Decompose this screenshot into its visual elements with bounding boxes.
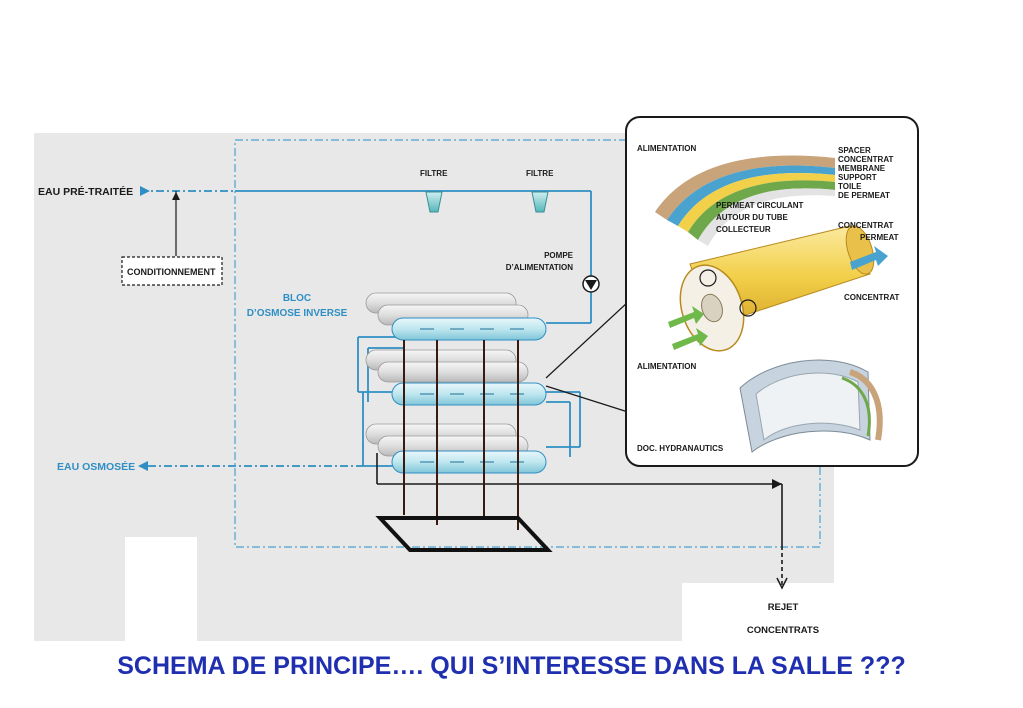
reject-arrow-right-icon [772,479,782,489]
product-label: EAU OSMOSÉE [57,460,135,473]
membrane-layers-illustration [655,155,835,246]
inset-layer-de-permeat: DE PERMEAT [838,191,890,200]
inset-layer-membrane: MEMBRANE [838,164,886,173]
conditioning-label: CONDITIONNEMENT [127,267,216,277]
inset-layer-support: SUPPORT [838,173,877,182]
inset-layer-concentrat: CONCENTRAT [838,155,894,164]
ro-front-tubes [391,317,547,474]
reject-line [376,453,783,588]
ro-support-stand [403,340,519,530]
filter-1-label: FILTRE [420,169,448,178]
inset-layer-toile: TOILE [838,182,862,191]
inset-zoom-circle-1 [699,269,717,287]
filter-2-icon [531,191,549,213]
inset-zoom-circle-2 [739,299,757,317]
inset-permeate-label-1: PERMEAT CIRCULANT [716,201,804,210]
inset-permeate-label-2: AUTOUR DU TUBE [716,213,789,222]
reject-label-line2: CONCENTRATS [747,625,819,636]
ro-block-label-line2: D’OSMOSE INVERSE [247,308,348,319]
inset-permeate-label-3: COLLECTEUR [716,225,771,234]
inset-arrows [668,246,888,350]
feed-line [140,190,592,324]
pump-icon [582,275,600,293]
feed-label: EAU PRÉ-TRAITÉE [38,185,133,198]
white-cutout-left [125,537,197,641]
product-arrow-icon [138,461,148,471]
slide-caption: SCHEMA DE PRINCIPE…. QUI S’INTERESSE DAN… [117,652,906,680]
pump-label-line1: POMPE [544,251,574,260]
ro-tube-2 [391,382,547,406]
filter-1-icon [425,191,443,213]
ro-tube-3 [391,450,547,474]
pump-label-line2: D’ALIMENTATION [506,263,573,272]
ro-tube-1 [391,317,547,341]
feed-arrow-icon [140,186,150,196]
inset-feed-top-label: ALIMENTATION [637,144,696,153]
filter-2-label: FILTRE [526,169,554,178]
inset-concentrat-label-1: CONCENTRAT [838,221,894,230]
inset-permeat-label: PERMEAT [860,233,899,242]
ro-back-tubes [365,292,529,457]
conditioning-box [121,256,223,286]
reject-arrow-down-icon [776,577,788,590]
ro-base-frame [375,516,553,552]
ro-flow-marks [420,328,524,463]
reject-label-line1: REJET [768,602,799,613]
inset-feed-bottom-label: ALIMENTATION [637,362,696,371]
ro-block-label-line1: BLOC [283,293,311,304]
callout-lines [545,301,629,413]
white-cutout-right [682,583,834,641]
inset-credit: DOC. HYDRANAUTICS [637,444,724,453]
cutaway-tube-illustration [739,359,883,453]
conditioning-link [172,191,180,256]
inset-layer-spacer: SPACER [838,146,871,155]
inset-concentrat-label-2: CONCENTRAT [844,293,900,302]
